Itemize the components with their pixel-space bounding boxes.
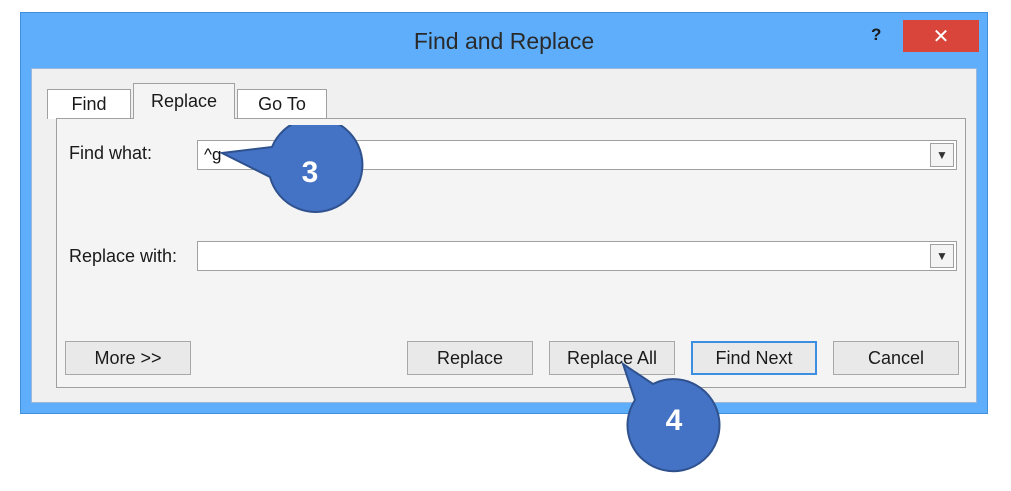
replace-with-label: Replace with: bbox=[69, 246, 178, 266]
callout-4-shape bbox=[621, 361, 721, 473]
title-bar[interactable]: Find and Replace ? ✕ bbox=[21, 13, 987, 68]
help-icon[interactable]: ? bbox=[871, 25, 882, 44]
find-next-button[interactable]: Find Next bbox=[691, 341, 817, 375]
callout-3-shape bbox=[220, 125, 364, 213]
tab-replace-label: Replace bbox=[150, 91, 218, 111]
close-icon: ✕ bbox=[932, 25, 950, 48]
tab-find-label: Find bbox=[71, 94, 107, 114]
callout-4: 4 bbox=[621, 361, 721, 473]
replace-all-button[interactable]: Replace All bbox=[549, 341, 675, 375]
callout-4-number: 4 bbox=[666, 404, 683, 437]
find-replace-dialog: Find and Replace ? ✕ Find Replace Go To … bbox=[20, 12, 988, 414]
callout-3-number: 3 bbox=[302, 156, 319, 189]
chevron-down-icon[interactable]: ▼ bbox=[930, 244, 954, 268]
tab-replace[interactable]: Replace bbox=[133, 83, 235, 119]
replace-button[interactable]: Replace bbox=[407, 341, 533, 375]
tab-go-to[interactable]: Go To bbox=[237, 89, 327, 119]
more-button[interactable]: More >> bbox=[65, 341, 191, 375]
dialog-title: Find and Replace bbox=[413, 28, 595, 54]
tab-go-to-label: Go To bbox=[258, 94, 306, 114]
replace-with-input[interactable]: ▼ bbox=[197, 241, 957, 271]
dialog-body: Find Replace Go To Find what: ^g ▼ Repla… bbox=[31, 68, 977, 403]
find-what-value: ^g bbox=[204, 145, 222, 164]
callout-3: 3 bbox=[220, 125, 364, 213]
chevron-down-icon[interactable]: ▼ bbox=[930, 143, 954, 167]
cancel-button[interactable]: Cancel bbox=[833, 341, 959, 375]
replace-panel: Find what: ^g ▼ Replace with: ▼ More >> … bbox=[56, 118, 966, 388]
tab-find[interactable]: Find bbox=[47, 89, 131, 119]
find-what-label: Find what: bbox=[69, 143, 153, 163]
close-button[interactable]: ✕ bbox=[903, 20, 979, 52]
